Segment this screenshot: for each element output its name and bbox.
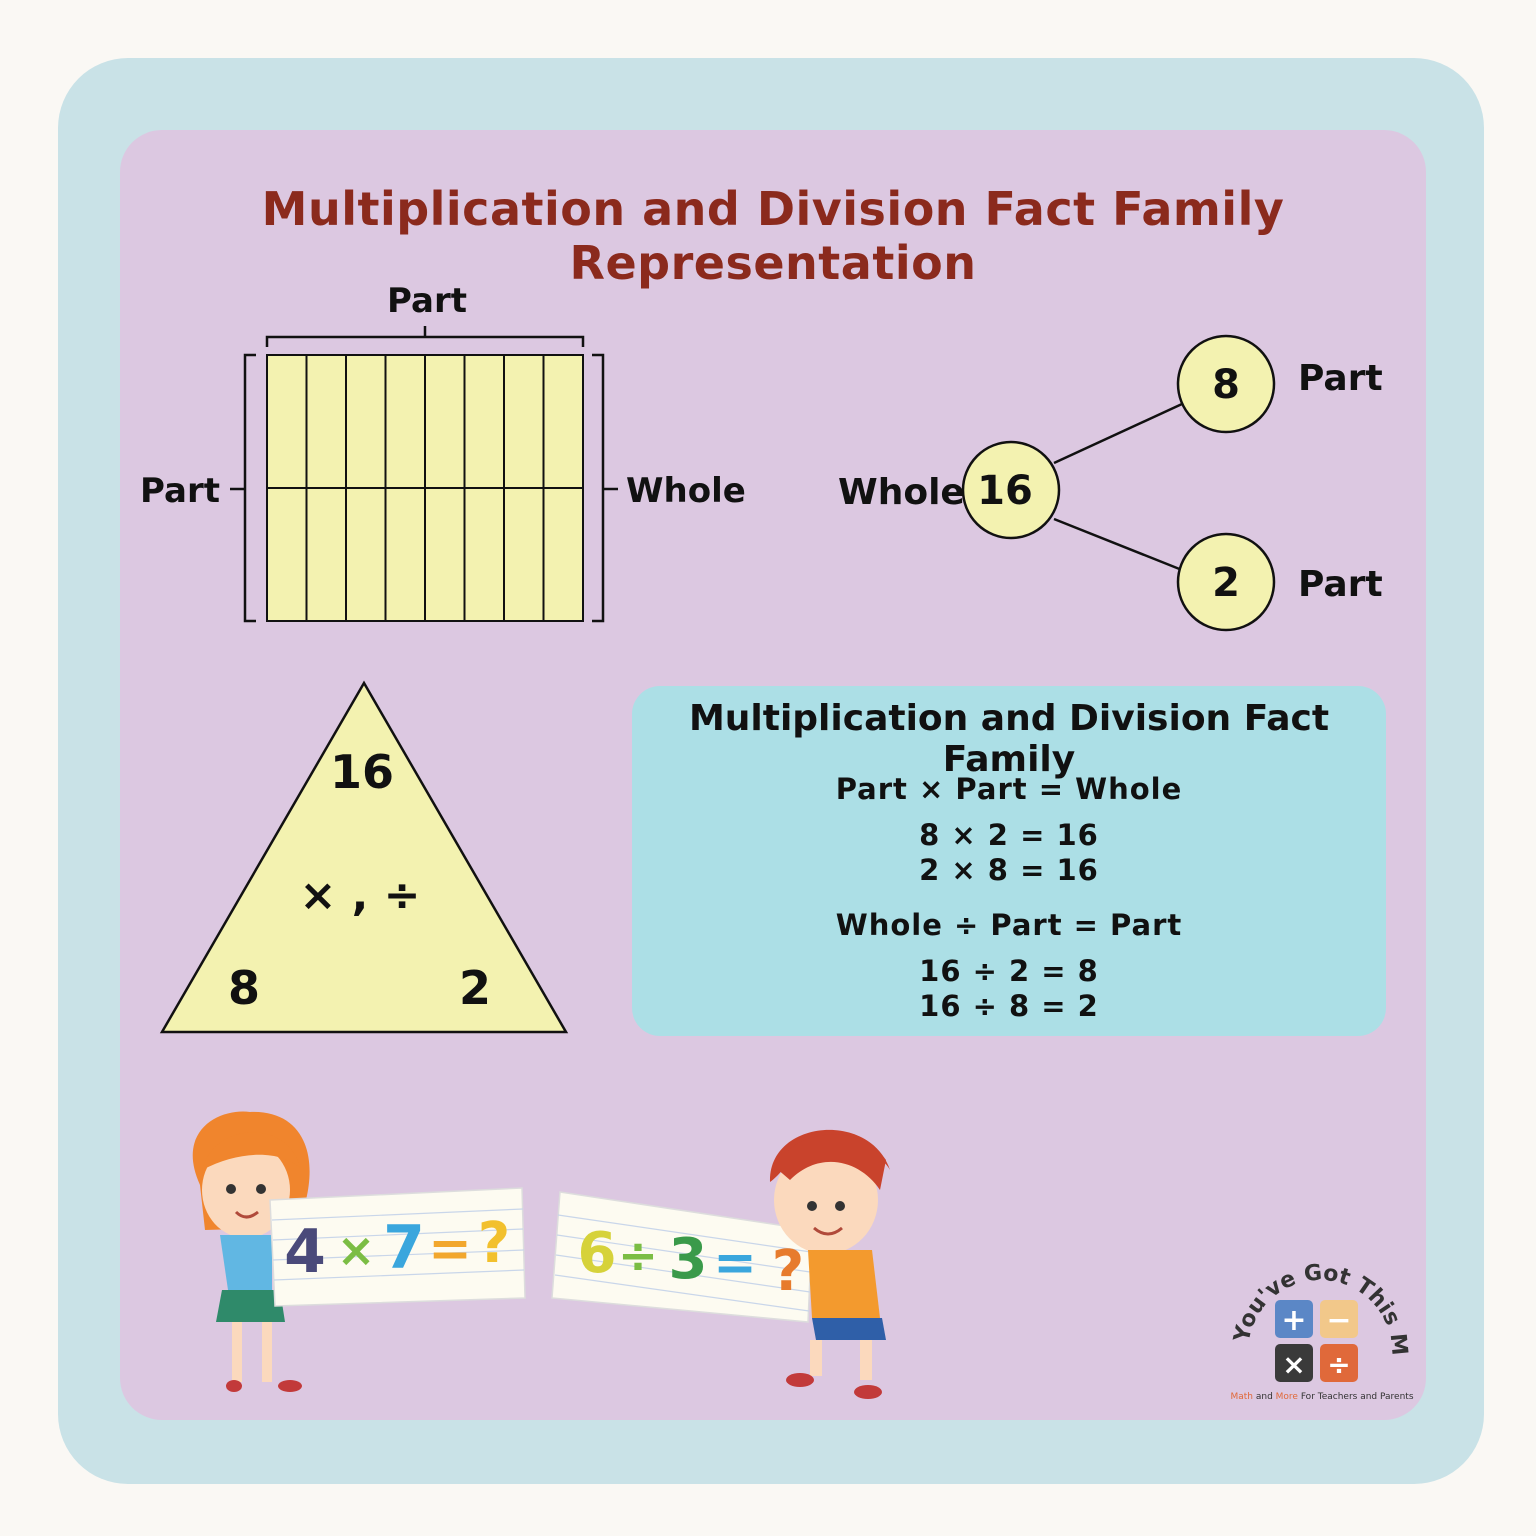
bar-right-label: Whole [626,471,746,511]
logo-tagline-and: and [1253,1392,1276,1402]
bar-cell [384,354,426,489]
triangle-shape [159,680,569,1034]
divide-icon: ÷ [1327,1348,1350,1381]
triangle-left-value: 8 [228,961,260,1015]
bar-left-label: Part [140,471,220,511]
bar-cell [542,354,584,489]
multiplication-equation-1: 8 × 2 = 16 [919,818,1099,852]
times-icon: × [1282,1348,1305,1381]
division-equation-2: 16 ÷ 8 = 2 [919,989,1099,1023]
bar-cell [424,487,466,622]
bond-part-top-label: Part [1298,358,1383,399]
logo-tagline-more: More [1275,1392,1298,1402]
bond-whole-circle [961,440,1061,540]
bond-whole-value: 16 [977,468,1033,514]
minus-tile [1320,1300,1358,1338]
card-left-eq: = [428,1219,472,1279]
bar-right-bracket [592,353,605,623]
bar-left-bracket [243,353,256,623]
bar-cell [345,354,387,489]
fact-family-card: Multiplication and Division Fact Family … [632,686,1386,1036]
card-left: 4 × 7 = ? [269,1187,526,1307]
bar-cell [305,487,347,622]
bond-line-top [1053,402,1183,465]
bar-grid [266,354,584,622]
bar-cell [542,487,584,622]
bond-part-bottom-label: Part [1298,564,1383,605]
bond-part-top-circle [1176,334,1276,434]
fact-family-title: Multiplication and Division Fact Family [688,698,1330,780]
bar-model: Part Part Whole [140,281,746,623]
bond-part-bottom-circle [1176,532,1276,632]
card-left-q: ? [478,1211,510,1276]
bond-part-bottom-value: 2 [1212,560,1240,606]
bar-top-bracket [265,326,585,347]
minus-icon: − [1326,1303,1351,1338]
triangle-right-value: 2 [459,961,491,1015]
logo-tagline: Math and More For Teachers and Parents [1222,1392,1422,1402]
bar-cell [345,487,387,622]
logo-tagline-rest: For Teachers and Parents [1297,1392,1414,1402]
plus-tile [1275,1300,1313,1338]
triangle-top-value: 16 [330,745,394,799]
logo-tagline-math: Math [1230,1392,1253,1402]
division-rule: Whole ÷ Part = Part [835,908,1183,942]
card-left-op: × [337,1223,376,1277]
bar-top-label: Part [387,281,467,321]
bar-cell [503,354,545,489]
multiplication-rule: Part × Part = Whole [835,772,1183,806]
bar-cell [266,354,308,489]
bar-cell [503,487,545,622]
card-right: 6 ÷ 3 = ? [551,1191,813,1323]
divide-tile [1320,1344,1358,1382]
bar-cell [463,487,505,622]
bar-cell [463,354,505,489]
triangle-operations: × , ÷ [299,870,420,921]
division-equation-1: 16 ÷ 2 = 8 [919,954,1099,988]
bond-whole-label: Whole [838,472,965,513]
times-tile [1275,1344,1313,1382]
bar-cell [305,354,347,489]
plus-icon: + [1281,1303,1306,1338]
card-left-b: 7 [383,1213,425,1283]
bond-part-top-value: 8 [1212,362,1240,408]
card-right-a: 6 [578,1221,617,1286]
multiplication-equation-2: 2 × 8 = 16 [919,853,1099,887]
card-right-b: 3 [669,1227,708,1292]
card-right-op: ÷ [618,1228,658,1284]
bar-cell [424,354,466,489]
card-right-eq: = [713,1233,757,1293]
number-bond: 16 8 2 Whole Part Part [838,334,1383,632]
bond-line-bottom [1053,517,1183,572]
card-right-q: ? [772,1239,804,1304]
page-title: Multiplication and Division Fact Family … [261,182,1285,290]
card-left-a: 4 [284,1217,326,1287]
fact-triangle: 16 8 2 × , ÷ [159,680,569,1034]
boy-illustration [769,1129,890,1399]
bar-cell [384,487,426,622]
bar-cell [266,487,308,622]
